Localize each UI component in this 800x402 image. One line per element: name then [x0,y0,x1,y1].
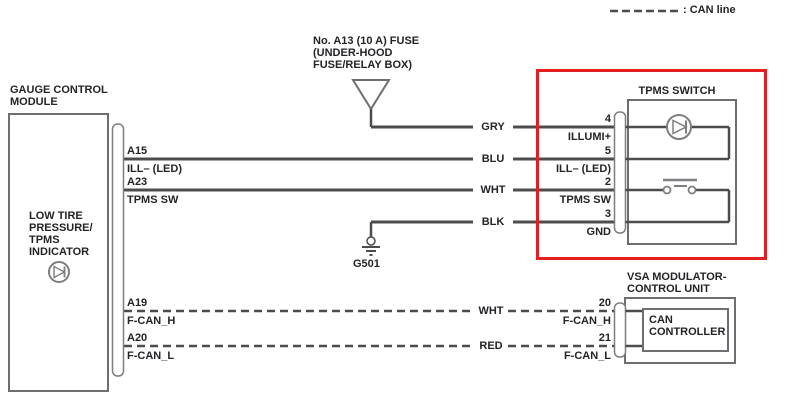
vsa-stub-wires [625,309,642,348]
ground-label: G501 [353,258,380,270]
vsa-unit-title: VSA MODULATOR- CONTROL UNIT [627,271,727,295]
ground-icon [362,222,380,256]
wire-color-wht: WHT [480,184,506,196]
terminal-a15-label: ILL– (LED) [127,163,182,175]
can-controller-label: CAN CONTROLLER [649,314,726,338]
terminal-a15: A15 [127,145,148,157]
can-controller-box [642,308,729,352]
terminal-a19-label: F-CAN_H [127,315,176,327]
wire-color-can-l: RED [479,340,503,352]
solid-wires [124,125,615,224]
terminal-a19: A19 [127,297,148,309]
terminal-a23-label: TPMS SW [127,194,179,206]
terminal-a23: A23 [127,176,148,188]
wire-color-blu: BLU [481,153,505,165]
can-dashed-wires [124,309,615,348]
terminal-a20-label: F-CAN_L [127,350,175,362]
tpms-switch-title: TPMS SWITCH [638,85,716,97]
tpms-pin-4-label: ILLUMI+ [567,131,611,143]
vsa-connector-strip [613,302,627,358]
vsa-pin-20: 20 [598,297,611,309]
tpms-pin-3-label: GND [586,226,611,238]
fuse-label: No. A13 (10 A) FUSE (UNDER-HOOD FUSE/REL… [313,35,420,71]
tpms-pin-5-label: ILL– (LED) [556,163,611,175]
tpms-pin-5: 5 [604,145,611,157]
vsa-pin-21: 21 [598,332,611,344]
wire-color-gry: GRY [481,121,505,133]
tpms-connector-strip [613,111,627,234]
vsa-pin-21-label: F-CAN_L [563,350,611,362]
tpms-internal-wires [625,125,731,224]
tpms-pin-4: 4 [604,113,611,125]
tpms-indicator-label: LOW TIRE PRESSURE/ TPMS INDICATOR [29,210,93,258]
gauge-module-title: GAUGE CONTROL MODULE [10,84,108,108]
gauge-control-module-box [8,113,109,392]
tpms-switch-box [627,99,737,245]
fuse-icon [351,79,391,127]
wire-color-can-h: WHT [478,305,504,317]
tpms-indicator-icon [48,261,70,283]
connector-strips [111,111,627,377]
switch-contact-icon [662,178,697,195]
wire-color-blk: BLK [481,216,505,228]
tpms-pin-2-label: TPMS SW [559,194,611,206]
vsa-pin-20-label: F-CAN_H [562,315,611,327]
terminal-a20: A20 [127,332,148,344]
tpms-pin-2: 2 [604,176,611,188]
gauge-connector-strip [111,123,125,377]
can-line-legend-label: : CAN line [683,4,736,16]
tpms-pin-3: 3 [604,208,611,220]
led-bulb-icon [666,114,692,140]
